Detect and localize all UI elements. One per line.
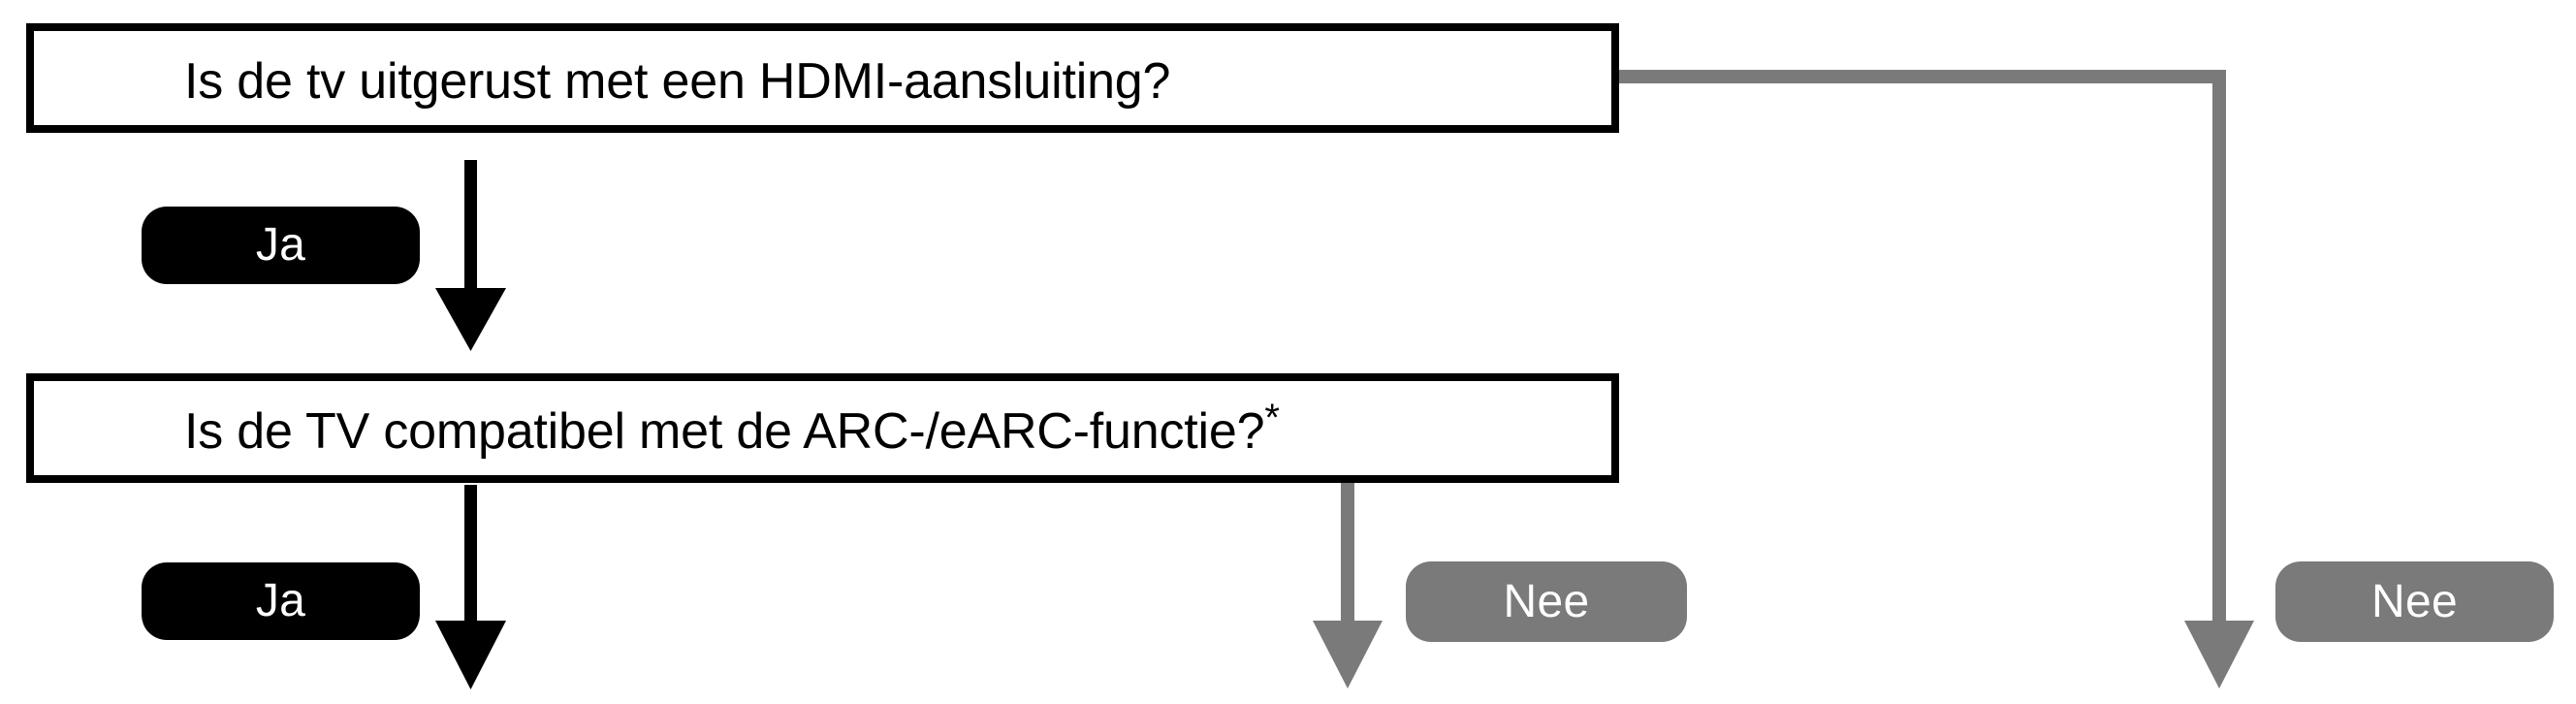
decision-box-hdmi[interactable]: Is de tv uitgerust met een HDMI-aansluit… bbox=[26, 23, 1619, 133]
branch-label-nee-hdmi[interactable]: Nee bbox=[2275, 561, 2554, 642]
branch-label-nee-arc-text: Nee bbox=[1503, 575, 1590, 627]
branch-label-ja-hdmi-text: Ja bbox=[255, 219, 306, 271]
arrow-yes-arc-down bbox=[435, 485, 506, 689]
arrow-no-hdmi-right-down bbox=[1617, 70, 2254, 688]
branch-label-nee-arc[interactable]: Nee bbox=[1406, 561, 1687, 642]
decision-box-arc-label: Is de TV compatibel met de ARC-/eARC-fun… bbox=[184, 397, 1280, 461]
decision-box-hdmi-label: Is de tv uitgerust met een HDMI-aansluit… bbox=[184, 53, 1171, 111]
footnote-asterisk-arc: * bbox=[1264, 397, 1280, 440]
branch-label-ja-hdmi[interactable]: Ja bbox=[142, 207, 420, 284]
branch-label-nee-hdmi-text: Nee bbox=[2371, 575, 2458, 627]
decision-box-arc[interactable]: Is de TV compatibel met de ARC-/eARC-fun… bbox=[26, 373, 1619, 483]
branch-label-ja-arc-text: Ja bbox=[255, 575, 306, 626]
arrow-no-arc-down bbox=[1313, 483, 1383, 688]
branch-label-ja-arc[interactable]: Ja bbox=[142, 562, 420, 640]
arrow-yes-hdmi-to-arc bbox=[435, 160, 506, 351]
